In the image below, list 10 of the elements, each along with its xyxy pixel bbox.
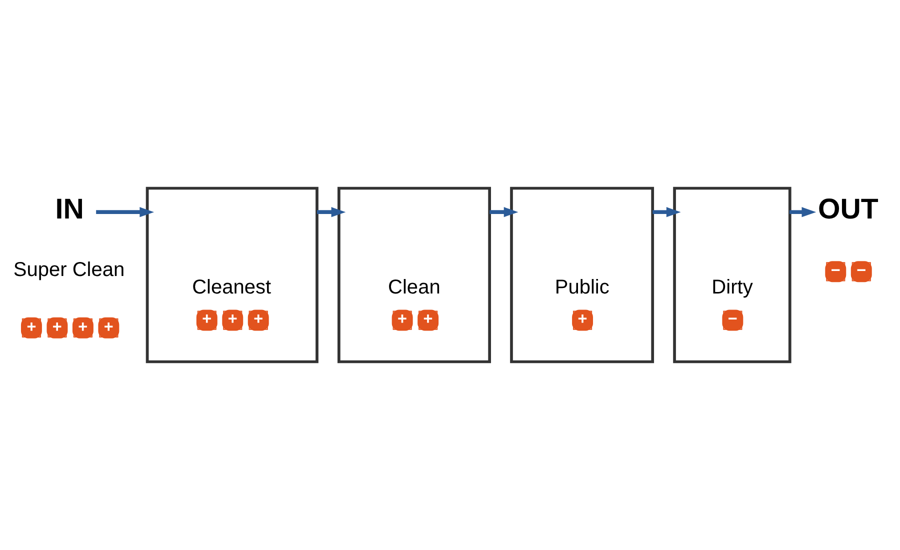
label: + + + +	[26, 318, 114, 336]
arrow	[96, 207, 154, 218]
arrow	[490, 207, 518, 218]
label: Super Clean	[13, 259, 125, 282]
node-text: IN	[55, 193, 84, 226]
arrow	[789, 207, 816, 218]
label: − −	[830, 262, 866, 280]
arrow	[317, 207, 346, 218]
node-text: OUT	[818, 193, 878, 226]
arrow	[652, 207, 681, 218]
